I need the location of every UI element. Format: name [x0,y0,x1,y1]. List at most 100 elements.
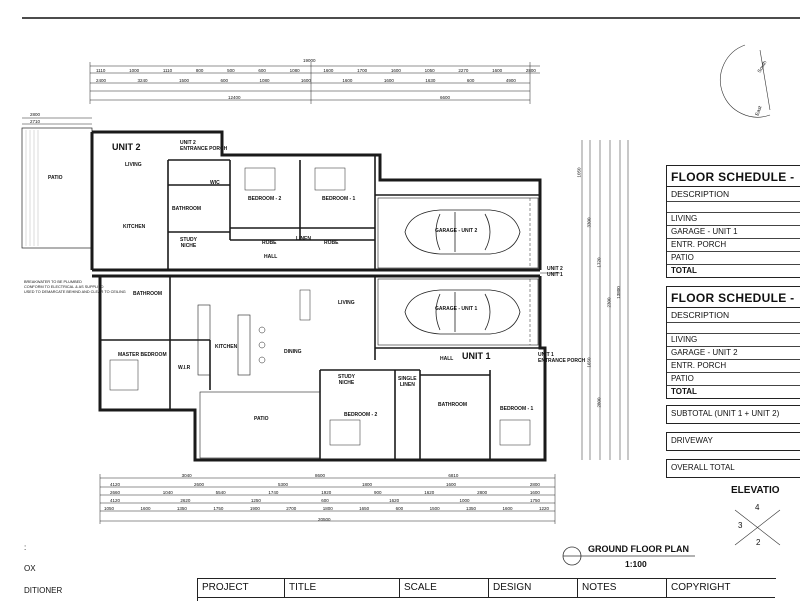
dim-top-row2-10: 4900 [505,78,516,83]
room-wir: W.I.R [178,365,191,371]
dim-bottom-row1: 3040 8600 6810 [120,473,520,478]
subtotal-label: SUBTOTAL (UNIT 1 + UNIT 2) [671,409,780,418]
floor-schedule-1-row: LIVING [667,213,800,226]
room-study-niche-unit2: STUDY NICHE [180,237,197,249]
room-study-niche-unit1: STUDY NICHE [338,374,355,386]
exterior-walls [90,130,547,462]
dim-bottom-row3-4: 1920 [321,490,332,495]
dim-left-0: 2800 [30,112,41,117]
dim-top-row3-0: 12400 [228,95,241,100]
dim-top-row1-10: 1050 [424,68,435,73]
dim-top-row2-9: 600 [466,78,475,83]
breakwater-note: BREAKWATER TO BE PLUMBED CONFORM TO ELEC… [24,280,126,294]
floor-schedule-2-row: ENTR. PORCH [667,360,800,373]
left-note-1: OX [24,564,36,573]
floor-schedule-2-blank [667,323,800,334]
dim-top-row2-7: 1600 [383,78,394,83]
dim-top-row1-9: 1600 [390,68,401,73]
left-note-dot: : [24,543,27,552]
north-compass [720,44,771,118]
title-block: PROJECT TITLE SCALE DESIGN NOTES COPYRIG… [197,578,776,601]
dim-bottom-row5-7: 1650 [359,506,370,511]
room-kitchen-unit2: KITCHEN [123,224,146,230]
car-garage-unit1 [404,289,521,335]
dim-bottom-row3-7: 2800 [477,490,488,495]
dim-top-row2-5: 1600 [300,78,311,83]
dim-bottom-row5-0: 1050 [104,506,115,511]
subtotal-row: SUBTOTAL (UNIT 1 + UNIT 2) [666,405,800,424]
elevation-label: ELEVATIO [731,485,780,496]
dim-top-row2-3: 600 [220,78,228,83]
dim-bottom-row3-0: 2660 [110,490,121,495]
floor-schedule-2-header: DESCRIPTION [667,308,800,323]
dim-top-row2-2: 1500 [178,78,189,83]
bottom-dimension-lines [99,474,556,524]
floor-schedule-1-row: ENTR. PORCH [667,239,800,252]
dim-bottom-row1-1: 8600 [314,473,325,478]
dim-left-1: 2710 [30,119,41,124]
dim-top-row2-1: 3240 [137,78,148,83]
dim-bottom-row4: 4120 2620 1250 600 1620 1000 1750 [110,498,540,503]
drawing-scale: 1:100 [625,559,647,569]
title-block-copyright: COPYRIGHT [667,579,775,598]
room-robe-a: ROBE [262,240,277,246]
top-dimension-lines [89,62,540,104]
dim-top-row1: 1110 1000 1110 800 500 600 1080 1600 170… [96,68,536,73]
room-hall-unit1: HALL [440,356,454,362]
title-block-title: TITLE [285,579,400,598]
floor-schedule-1-total: TOTAL [671,266,697,275]
dim-top-row1-2: 1110 [162,68,173,73]
room-robe-b: ROBE [324,240,339,246]
room-master-bedroom: MASTER BEDROOM [118,352,167,358]
dim-bottom-row3-1: 1040 [162,490,173,495]
dim-top-row2: 2400 3240 1500 600 1080 1600 1600 1600 1… [96,78,516,83]
dim-bottom-row4-5: 1000 [459,498,470,503]
room-living-unit1: LIVING [338,300,355,306]
dim-bottom-row1-2: 6810 [448,473,459,478]
dim-right-6: 13800 [615,286,621,299]
room-bathroom-unit2: BATHROOM [172,206,202,212]
dim-bottom-row3-5: 900 [373,490,382,495]
right-dimension-lines [581,140,629,460]
unit1-entrance-text: UNIT 1 ENTRANCE PORCH [538,352,586,364]
dim-top-row2-0: 2400 [96,78,107,83]
patio-left-hatch [25,130,39,246]
dim-top-row2-6: 1600 [342,78,353,83]
dim-top-row1-1: 1000 [129,68,140,73]
dim-top-row1-12: 1600 [492,68,503,73]
dim-top-row1-3: 800 [195,68,204,73]
dim-bottom-row4-0: 4120 [110,498,121,503]
dim-bottom-row5-11: 1600 [502,506,513,511]
floor-schedule-1-header: DESCRIPTION [667,187,800,202]
elevation-marker [734,509,781,546]
drawing-title: GROUND FLOOR PLAN [588,544,689,554]
dim-bottom-row2-4: 1600 [445,482,456,487]
unit2-entrance-label: UNIT 2 ENTRANCE PORCH [180,140,227,152]
elevation-2: 2 [756,538,761,547]
dim-bottom-row5-4: 1900 [249,506,260,511]
dim-bottom-row5-9: 1500 [429,506,440,511]
dim-right-4: 1650 [586,357,592,368]
dim-bottom-row3-3: 1740 [268,490,279,495]
patio-bottom-outline [199,391,321,459]
title-block-notes: NOTES [578,579,667,598]
dim-top-row1-13: 2800 [525,68,536,73]
unit1-label: UNIT 1 [462,351,491,361]
room-patio-bottom: PATIO [254,416,269,422]
room-dining: DINING [284,349,302,355]
dim-bottom-row5-5: 2700 [286,506,297,511]
dim-bottom-row5-2: 1350 [176,506,187,511]
kitchen-island [237,314,251,376]
floor-schedule-2-title: FLOOR SCHEDULE - [667,287,800,308]
dim-bottom-row4-4: 1620 [389,498,400,503]
dim-bottom-row1-0: 3040 [181,473,192,478]
dim-top-row1-5: 600 [258,68,266,73]
floor-schedule-2-total: TOTAL [671,387,697,396]
overall-total-label: OVERALL TOTAL [671,463,735,472]
floor-schedule-2: FLOOR SCHEDULE - DESCRIPTION LIVING GARA… [666,286,800,399]
dim-top-row1-0: 1110 [96,68,106,73]
dim-right-0: 1050 [576,167,582,178]
title-block-design: DESIGN [489,579,578,598]
dim-right-5: 2800 [596,397,602,408]
dim-bottom-row4-1: 2620 [180,498,191,503]
